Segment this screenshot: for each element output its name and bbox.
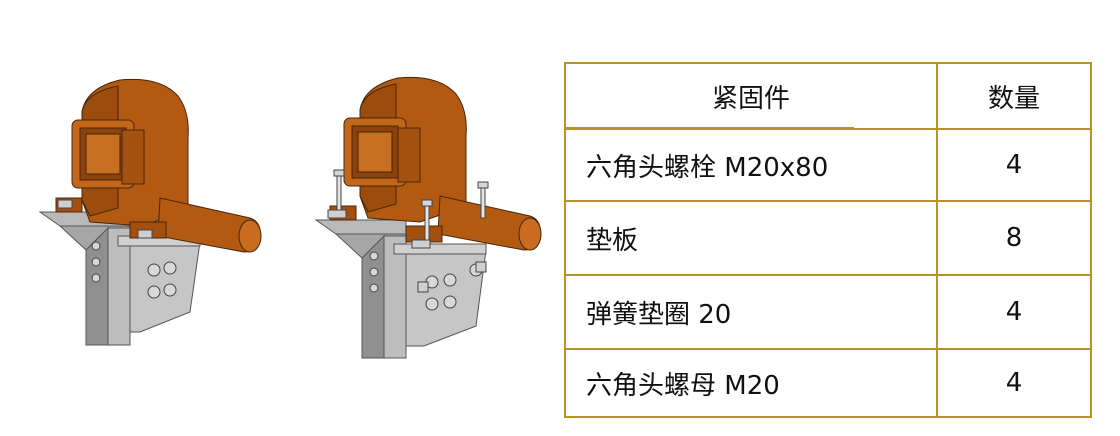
assembled-drive-left [38, 78, 262, 346]
table-row: 六角头螺母 M20 4 [564, 348, 1092, 418]
fastener-name-cell: 弹簧垫圈 20 [564, 274, 938, 350]
mounting-bracket-right [314, 219, 487, 359]
table-row: 六角头螺栓 M20x80 4 [564, 128, 1092, 202]
quantity-cell: 4 [936, 348, 1092, 418]
table-row: 垫板 8 [564, 200, 1092, 276]
fastener-name-cell: 六角头螺母 M20 [564, 348, 938, 418]
quantity-cell: 8 [936, 200, 1092, 276]
exploded-bolts-right [327, 169, 489, 293]
header-fastener: 紧固件 [564, 62, 938, 130]
header-quantity: 数量 [936, 62, 1092, 130]
table-header-row: 紧固件 数量 [564, 62, 1092, 130]
base-nut-group-left [57, 199, 153, 239]
fastener-name-cell: 垫板 [564, 200, 938, 276]
fastener-table: 紧固件 数量 六角头螺栓 M20x80 4 垫板 8 弹簧垫圈 20 4 六角头… [564, 62, 1092, 418]
table-row: 弹簧垫圈 20 4 [564, 274, 1092, 350]
bracket-bolt-group-right [369, 251, 483, 311]
exploded-drive-right [314, 76, 542, 359]
quantity-cell: 4 [936, 128, 1092, 202]
quantity-cell: 4 [936, 274, 1092, 350]
gearbox-left [55, 78, 262, 253]
gearbox-right [329, 76, 542, 251]
fastener-name-cell: 六角头螺栓 M20x80 [564, 128, 938, 202]
slew-drive-mounting-illustration [38, 76, 542, 359]
header-underline [566, 127, 854, 130]
bracket-bolt-group-left [91, 241, 177, 299]
